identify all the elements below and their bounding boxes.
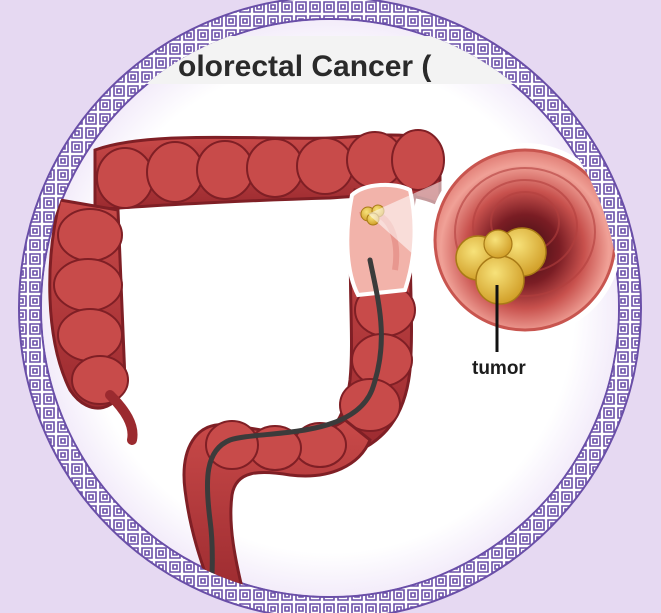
title: olorectal Cancer ( (178, 50, 431, 83)
tumor-label: tumor (472, 358, 526, 379)
